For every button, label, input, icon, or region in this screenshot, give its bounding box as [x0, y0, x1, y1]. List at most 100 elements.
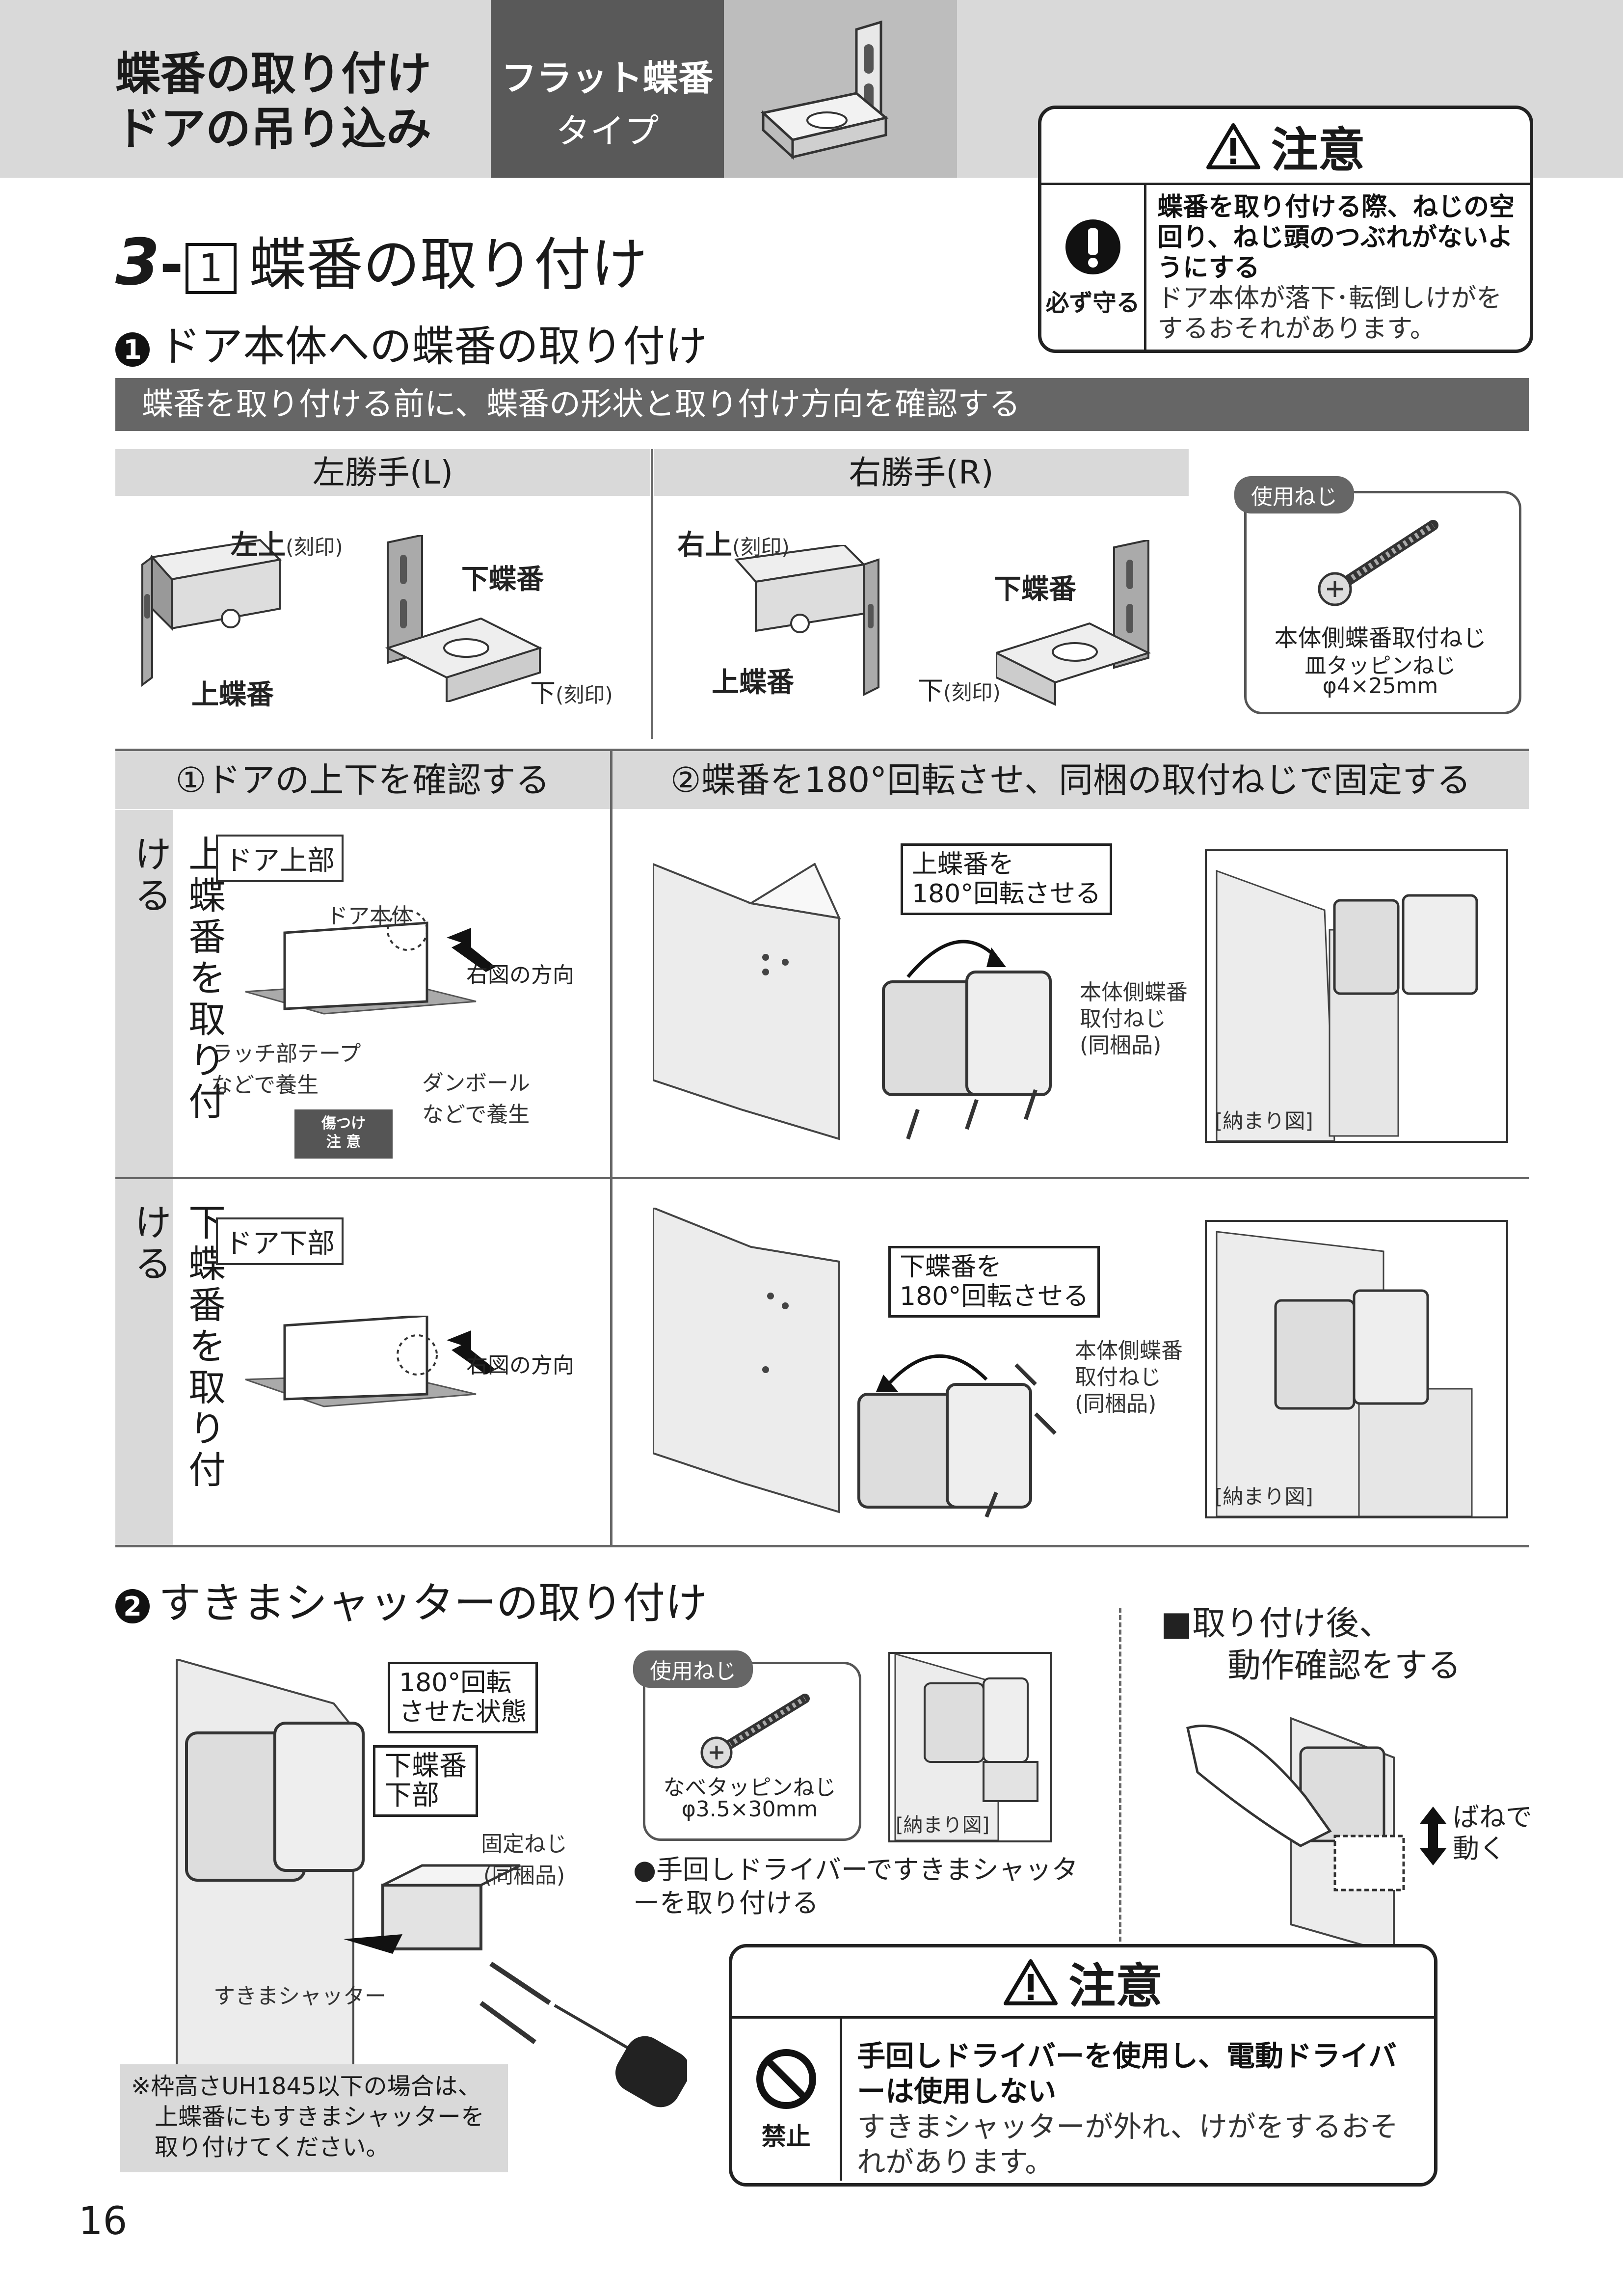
left-lower-mark: 下(刻印) [530, 673, 613, 709]
right-upper-mark-text: 右上 [677, 529, 732, 561]
prohibit-label: 禁止 [761, 2122, 811, 2151]
caution-box-bottom: 注意 禁止 手回しドライバーを使用し、電動ドライバーは使用しない すきまシャッタ… [729, 1944, 1437, 2187]
caution-box-top: 注意 必ず守る 蝶番を取り付ける際、ねじの空回り、ねじ頭のつぶれがないようにする… [1038, 106, 1533, 353]
engraved-label-2: (刻印) [556, 683, 613, 707]
mandatory-label: 必ず守る [1045, 289, 1140, 317]
door-bottom-illustration [245, 1316, 496, 1407]
dashed-divider [1119, 1608, 1121, 1942]
spring-label: ばねで 動く [1453, 1802, 1532, 1864]
caution-normal-text: ドア本体が落下･転倒しけがをするおそれがあります。 [1157, 284, 1502, 344]
step1-number: 1 [115, 332, 150, 367]
lower-hinge-label-right: 下蝶番 [994, 573, 1076, 605]
fit-label-row1: [納まり図] [1215, 1109, 1313, 1133]
pan-head-screw-icon [700, 1694, 810, 1769]
operation-check-illustration [1186, 1717, 1405, 1954]
right-lower-mark: 下(刻印) [918, 670, 1001, 707]
lower-part-callout: 下蝶番 下部 [373, 1745, 478, 1817]
direction-label-row1: 右図の方向 [466, 963, 574, 988]
section-title-text: 蝶番の取り付け [249, 232, 648, 298]
fit-diagram-upper-illustration [1216, 869, 1478, 1142]
step2-number: 2 [115, 1589, 150, 1623]
screw-box-step1 [1244, 491, 1521, 714]
upper-hinge-label-right: 上蝶番 [712, 667, 794, 699]
caution-title-bottom: 注意 [1068, 1958, 1163, 2014]
fix-screw-label: 固定ねじ (同梱品) [481, 1832, 567, 1888]
fit-diagram-row2 [1205, 1220, 1508, 1518]
engraved-label: (刻印) [286, 535, 343, 559]
flat-hinge-icon [760, 20, 889, 160]
table-row-divider [115, 1177, 1529, 1179]
door-bottom-label: ドア下部 [216, 1217, 344, 1265]
right-upper-mark: 右上(刻印) [677, 523, 790, 563]
screw-box-step2 [643, 1662, 861, 1841]
up-down-arrow-icon [1419, 1807, 1447, 1865]
table-col1-header: ①ドアの上下を確認する [115, 751, 610, 809]
screw-note-row1: 本体側蝶番 取付ねじ (同梱品) [1080, 980, 1188, 1058]
screw-pill-step1: 使用ねじ [1234, 476, 1354, 513]
left-hand-header: 左勝手(L) [115, 449, 650, 496]
prohibit-icon-cell: 禁止 [732, 2019, 843, 2181]
row2-side-band [115, 1179, 173, 1545]
table-header-divider [610, 751, 612, 1546]
fit-label-step2: [納まり図] [896, 1814, 990, 1837]
step2-title: 2 すきまシャッターの取り付け [115, 1568, 707, 1630]
left-lower-mark-text: 下 [530, 679, 556, 708]
driver-bullet: ●手回しドライバーですきまシャッターを取り付ける [633, 1854, 1078, 1918]
section-box-number: 1 [185, 243, 237, 295]
fit-diagram-lower-illustration [1216, 1231, 1473, 1517]
screw-pill-step2: 使用ねじ [633, 1650, 753, 1688]
caution-header: 注意 [1041, 109, 1530, 185]
upper-hinge-rotation-illustration [653, 863, 1052, 1140]
check-banner: 蝶番を取り付ける前に、蝶番の形状と取り付け方向を確認する [115, 378, 1529, 431]
after-check-title: ■取り付け後、 動作確認をする [1161, 1604, 1462, 1685]
rotate-lower-callout: 下蝶番を 180°回転させる [888, 1246, 1100, 1318]
table-top-border [115, 749, 1529, 751]
page-number: 16 [79, 2199, 128, 2243]
cardboard-label: ダンボール などで養生 [422, 1071, 530, 1127]
step2-title-text: すきまシャッターの取り付け [159, 1579, 707, 1628]
screw-size-step2: φ3.5×30mm [681, 1797, 818, 1822]
rotate-upper-callout: 上蝶番を 180°回転させる [901, 843, 1113, 915]
screw-note-row2: 本体側蝶番 取付ねじ (同梱品) [1075, 1338, 1183, 1416]
fit-diagram-step2 [888, 1652, 1052, 1842]
countersunk-screw-icon [1318, 520, 1438, 606]
screw-name-step2: なべタッピンねじ [663, 1775, 836, 1800]
step1-title: 1 ドア本体への蝶番の取り付け [115, 312, 707, 373]
lower-hinge-left-illustration [385, 535, 543, 702]
scratch-caution-badge: 傷つけ 注 意 [294, 1109, 393, 1159]
section-number: 3 [115, 225, 160, 299]
heading-line-1: 蝶番の取り付け [115, 48, 432, 100]
section-dash: - [160, 232, 184, 298]
hinge-type-line-1: フラット蝶番 [501, 57, 714, 99]
caution-bold-text-bottom: 手回しドライバーを使用し、電動ドライバーは使用しない [857, 2039, 1397, 2108]
fit-label-row2: [納まり図] [1215, 1485, 1313, 1509]
screw-size-step1: φ4×25mm [1322, 674, 1438, 699]
lower-hinge-right-illustration [996, 540, 1151, 706]
upper-hinge-right-illustration [734, 545, 879, 697]
shutter-label: すきまシャッター [213, 1984, 386, 2009]
prohibition-icon [756, 2049, 816, 2109]
engraved-label-3: (刻印) [732, 535, 790, 559]
lower-hinge-rotation-illustration [653, 1208, 1057, 1518]
screw-type-step1: 皿タッピンねじ [1304, 653, 1456, 678]
row1-side-band [115, 810, 173, 1177]
door-top-label: ドア上部 [216, 835, 344, 882]
warning-triangle-icon [1206, 123, 1260, 169]
hinge-type-tab: フラット蝶番 タイプ [491, 0, 724, 178]
hinge-type-line-2: タイプ [556, 111, 659, 151]
page-heading: 蝶番の取り付け ドアの吊り込み [115, 47, 431, 157]
fit-diagram-shutter-illustration [894, 1653, 1038, 1841]
right-hand-header: 右勝手(R) [654, 449, 1189, 496]
heading-line-2: ドアの吊り込み [115, 103, 432, 155]
latch-tape-label: ラッチ部テープ などで養生 [211, 1041, 361, 1098]
right-lower-mark-text: 下 [918, 676, 944, 706]
caution-icon-cell: 必ず守る [1041, 185, 1147, 350]
caution-title: 注意 [1271, 122, 1365, 178]
table-col2-header: ②蝶番を180°回転させ、同梱の取付ねじで固定する [612, 751, 1529, 809]
frame-height-note: ※枠高さUH1845以下の場合は、 上蝶番にもすきまシャッターを 取り付けてくだ… [120, 2064, 508, 2172]
step1-title-text: ドア本体への蝶番の取り付け [159, 322, 707, 371]
hinge-thumbnail [724, 0, 957, 178]
warning-triangle-icon-bottom [1004, 1959, 1058, 2005]
lower-hinge-label-left: 下蝶番 [461, 564, 544, 595]
